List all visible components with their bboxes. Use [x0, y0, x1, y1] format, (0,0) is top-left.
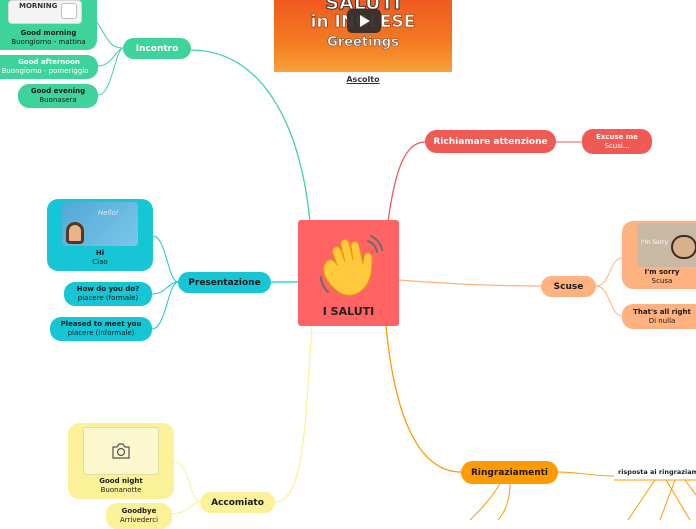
leaf-good-afternoon[interactable]: Good afternoon Buongiorno - pomeriggio	[0, 55, 98, 79]
leaf-pleased-to-meet-you[interactable]: Pleased to meet you piacere (informale)	[50, 317, 152, 341]
image-placeholder	[83, 427, 159, 475]
hello-image: Hello!	[62, 202, 138, 246]
branch-label: Presentazione	[188, 277, 261, 288]
waving-hand-icon	[319, 235, 383, 296]
branch-scuse[interactable]: Scuse	[541, 276, 596, 297]
leaf-how-do-you-do[interactable]: How do you do? piacere (formale)	[64, 282, 152, 306]
leaf-good-morning[interactable]: MORNING Good morning Buongiorno - mattin…	[0, 0, 97, 50]
leaf-goodbye[interactable]: Goodbye Arrivederci	[106, 503, 172, 529]
branch-label: Ringraziamenti	[470, 467, 549, 478]
leaf-im-sorry[interactable]: I'm Sorry I'm sorry Scusa	[622, 221, 696, 289]
branch-incontro[interactable]: Incontro	[123, 38, 191, 59]
leaf-hi[interactable]: Hello! Hi Ciao	[47, 199, 153, 271]
morning-image: MORNING	[8, 0, 82, 24]
leaf-thats-all-right[interactable]: That's all right Di nulla	[622, 304, 696, 329]
leaf-good-evening[interactable]: Good evening Buonasera	[18, 84, 98, 108]
camera-icon	[112, 443, 130, 459]
sorry-dog-image: I'm Sorry	[637, 223, 696, 267]
leaf-risposta-ai-ringraziamenti[interactable]: risposta ai ringraziamenti	[618, 468, 696, 476]
branch-accomiato[interactable]: Accomiato	[200, 492, 275, 513]
leaf-good-night[interactable]: Good night Buonanotte	[68, 423, 174, 499]
video-title-line3: Greetings	[327, 35, 399, 51]
branch-presentazione[interactable]: Presentazione	[178, 272, 271, 293]
video-title-line1: SALUTI	[325, 0, 401, 15]
branch-label: Accomiato	[211, 497, 264, 508]
branch-richiamare-attenzione[interactable]: Richiamare attenzione	[425, 130, 556, 153]
branch-ringraziamenti[interactable]: Ringraziamenti	[461, 461, 558, 484]
branch-label: Incontro	[135, 43, 179, 54]
central-topic-title: I SALUTI	[322, 305, 375, 318]
branch-label: Scuse	[553, 281, 584, 292]
play-icon[interactable]	[347, 9, 381, 33]
video-thumbnail[interactable]: SALUTI in INGLESE Greetings	[274, 0, 452, 72]
branch-label: Richiamare attenzione	[433, 136, 548, 147]
central-topic[interactable]: I SALUTI	[298, 220, 399, 326]
video-caption[interactable]: Ascolto	[346, 75, 380, 84]
leaf-excuse-me[interactable]: Excuse me Scusi...	[582, 129, 652, 154]
